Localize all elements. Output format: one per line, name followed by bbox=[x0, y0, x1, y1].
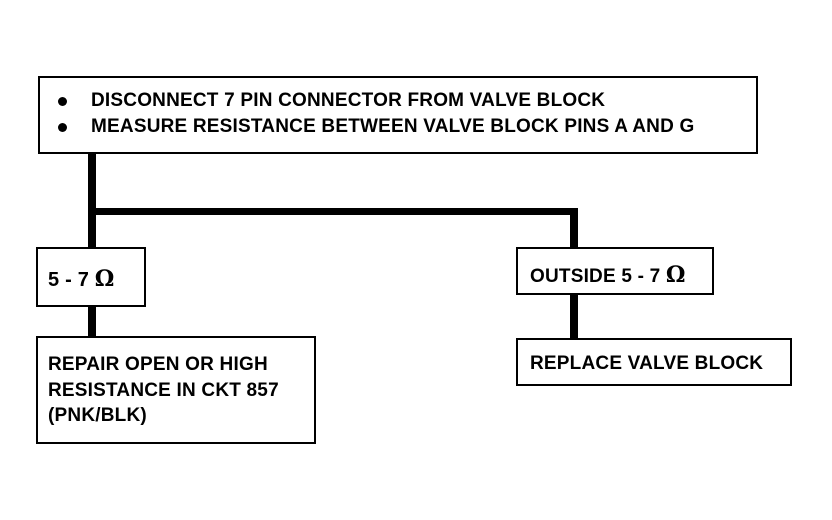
bullet-icon bbox=[58, 122, 67, 132]
instruction-item: DISCONNECT 7 PIN CONNECTOR FROM VALVE BL… bbox=[50, 88, 746, 114]
instruction-item: MEASURE RESISTANCE BETWEEN VALVE BLOCK P… bbox=[50, 114, 746, 140]
connector-left-condition-to-result bbox=[88, 306, 96, 337]
connector-top-to-branch bbox=[88, 154, 96, 214]
ohm-symbol: Ω bbox=[94, 266, 115, 292]
bullet-icon bbox=[58, 96, 67, 106]
result-text-line: RESISTANCE IN CKT 857 bbox=[48, 379, 279, 401]
result-text-line: REPAIR OPEN OR HIGH bbox=[48, 354, 268, 375]
result-box-replace-valve-block: REPLACE VALVE BLOCK bbox=[516, 338, 792, 386]
condition-text: 5 - 7 bbox=[48, 269, 90, 291]
ohm-symbol: Ω bbox=[665, 262, 686, 288]
connector-branch-horizontal bbox=[88, 208, 578, 215]
condition-text: OUTSIDE 5 - 7 bbox=[530, 266, 661, 287]
connector-right-condition-to-result bbox=[570, 294, 578, 339]
result-text-line: (PNK/BLK) bbox=[48, 405, 147, 427]
condition-box-out-of-range: OUTSIDE 5 - 7 Ω bbox=[516, 247, 714, 295]
connector-to-right-condition bbox=[570, 208, 578, 248]
instruction-text: DISCONNECT 7 PIN CONNECTOR FROM VALVE BL… bbox=[91, 90, 606, 112]
result-box-repair-circuit: REPAIR OPEN OR HIGH RESISTANCE IN CKT 85… bbox=[36, 336, 316, 444]
connector-to-left-condition bbox=[88, 208, 96, 248]
result-text-line: REPLACE VALVE BLOCK bbox=[530, 353, 764, 374]
condition-box-in-range: 5 - 7 Ω bbox=[36, 247, 146, 307]
instruction-box: DISCONNECT 7 PIN CONNECTOR FROM VALVE BL… bbox=[38, 76, 758, 154]
instruction-text: MEASURE RESISTANCE BETWEEN VALVE BLOCK P… bbox=[91, 116, 695, 138]
